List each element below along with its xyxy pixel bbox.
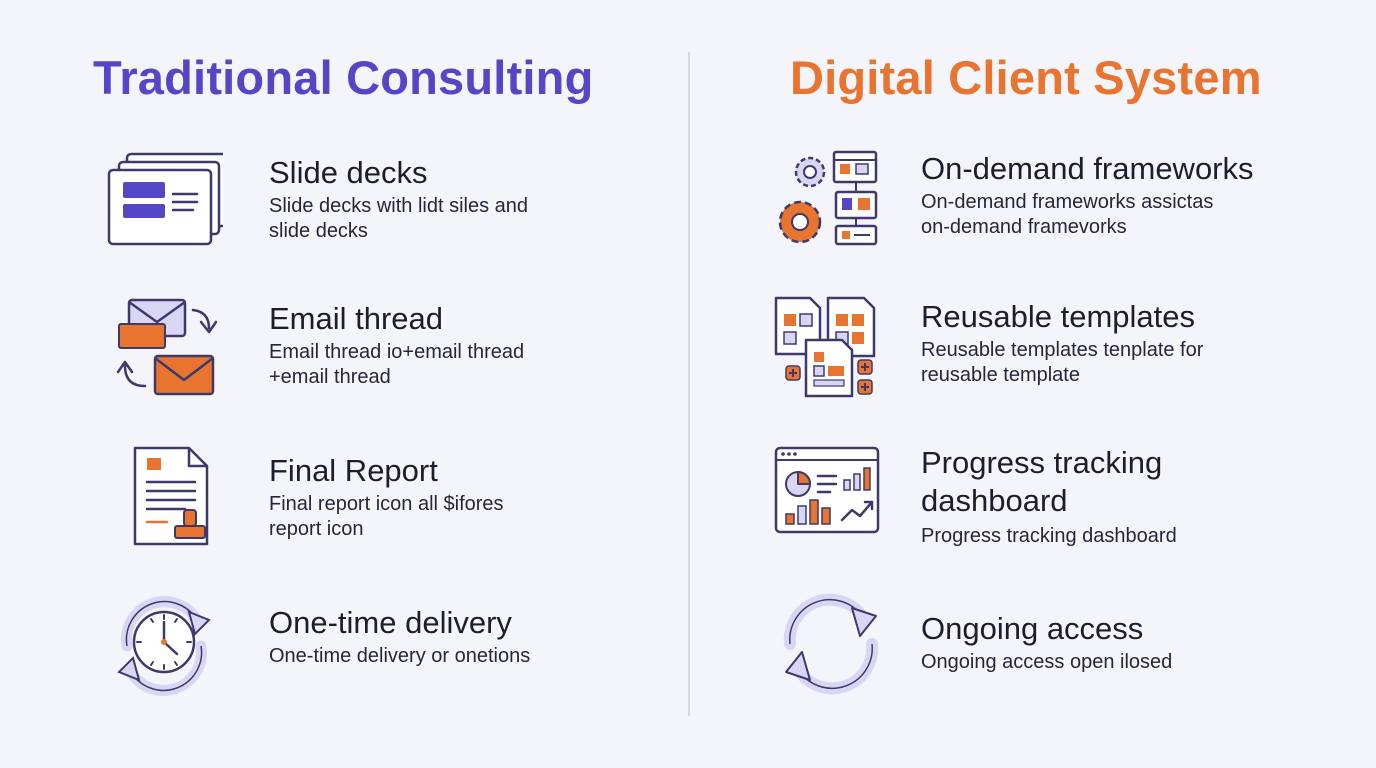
item-progress-tracking-dashboard: Progress tracking dashboard Progress tra… [690, 442, 1376, 552]
refresh-icon [772, 590, 890, 700]
traditional-consulting-title: Traditional Consulting [93, 51, 594, 104]
final-report-desc-line2: report icon [269, 518, 364, 540]
email-thread-desc-line1: Email thread io+email thread [269, 341, 525, 363]
clock-icon [105, 590, 223, 700]
on-demand-frameworks-title: On-demand frameworks [921, 151, 1254, 186]
one-time-delivery-title: One-time delivery [269, 605, 512, 640]
item-slide-decks: Slide decks Slide decks with lidt siles … [0, 148, 688, 258]
slide-decks-title: Slide decks [269, 155, 428, 190]
reusable-templates-title: Reusable templates [921, 299, 1195, 334]
one-time-delivery-desc: One-time delivery or onetions [269, 645, 531, 667]
on-demand-frameworks-desc-line2: on-demand framevorks [921, 216, 1127, 238]
dashboard-icon [772, 442, 890, 552]
final-report-icon [105, 442, 223, 552]
frameworks-icon [772, 146, 890, 256]
final-report-title: Final Report [269, 453, 438, 488]
email-thread-title: Email thread [269, 301, 444, 336]
reusable-templates-desc-line2: reusable template [921, 364, 1080, 386]
item-on-demand-frameworks: On-demand frameworks On-demand framework… [690, 146, 1376, 256]
final-report-desc-line1: Final report icon all $ifores [269, 493, 504, 515]
column-divider [688, 52, 690, 716]
slide-decks-icon [105, 148, 223, 258]
progress-tracking-desc: Progress tracking dashboard [921, 525, 1177, 547]
ongoing-access-title: Ongoing access [921, 611, 1144, 646]
item-final-report: Final Report Final report icon all $ifor… [0, 442, 688, 552]
on-demand-frameworks-desc-line1: On-demand frameworks assictas [921, 191, 1214, 213]
progress-tracking-title-line1: Progress tracking [921, 445, 1163, 480]
item-reusable-templates: Reusable templates Reusable templates te… [690, 294, 1376, 404]
ongoing-access-desc: Ongoing access open ilosed [921, 651, 1173, 673]
item-email-thread: Email thread Email thread io+email threa… [0, 294, 688, 404]
progress-tracking-title-line2: dashboard [921, 483, 1068, 518]
item-ongoing-access: Ongoing access Ongoing access open ilose… [690, 590, 1376, 700]
email-thread-desc-line2: +email thread [269, 366, 391, 388]
email-thread-icon [105, 294, 223, 404]
item-one-time-delivery: One-time delivery One-time delivery or o… [0, 590, 688, 700]
digital-client-system-title: Digital Client System [790, 51, 1262, 104]
progress-tracking-title: Progress tracking dashboard [921, 444, 1311, 520]
slide-decks-desc-line2: slide decks [269, 220, 368, 242]
templates-icon [772, 294, 890, 404]
reusable-templates-desc-line1: Reusable templates tenplate for [921, 339, 1204, 361]
slide-decks-desc-line1: Slide decks with lidt siles and [269, 195, 529, 217]
